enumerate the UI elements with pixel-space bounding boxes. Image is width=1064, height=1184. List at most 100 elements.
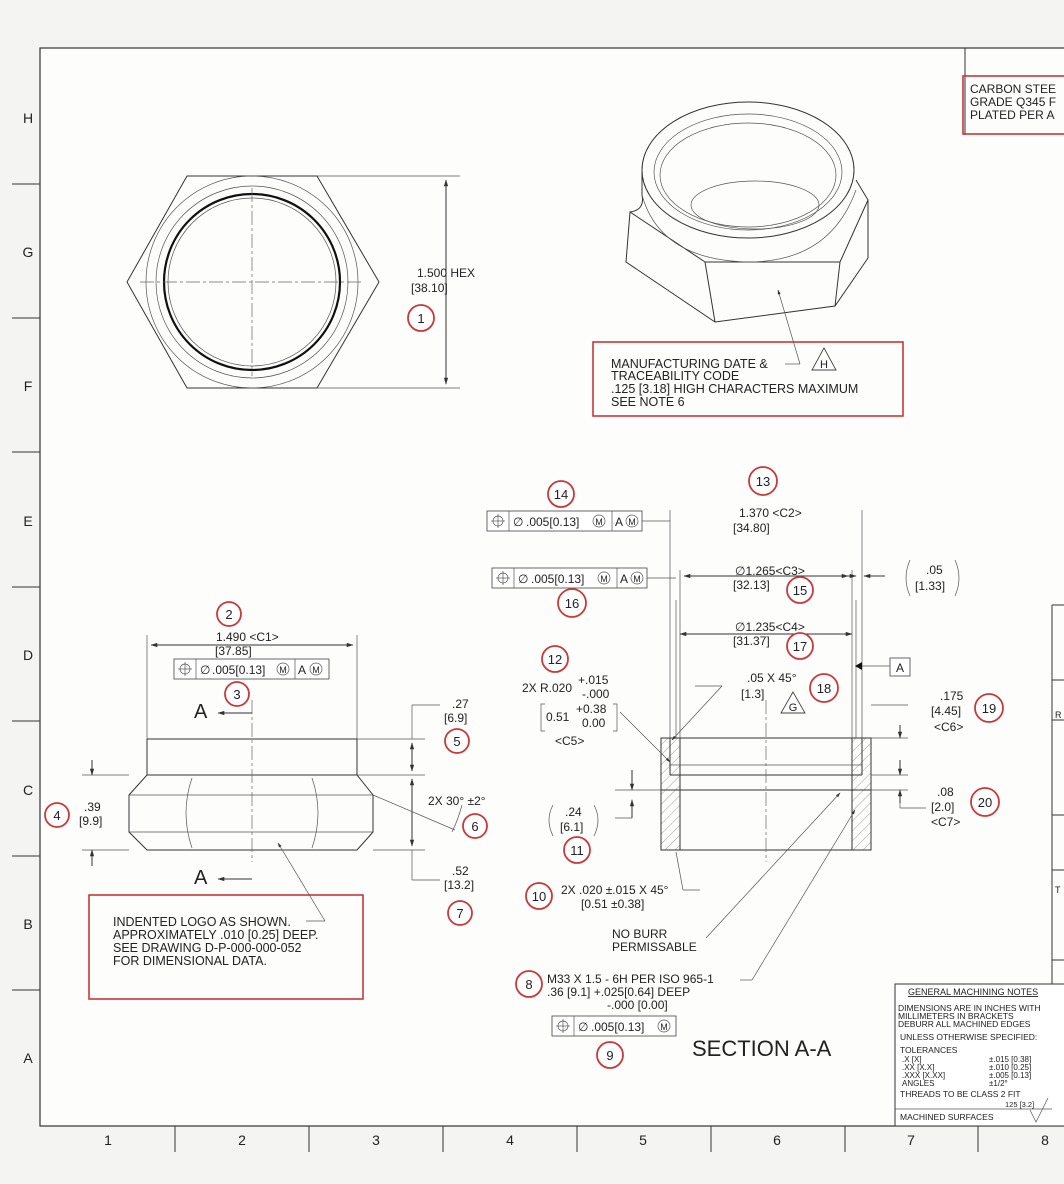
svg-text:T: T [1055,885,1061,895]
zone-row-ticks [12,183,979,1152]
balloon-19: 19 [974,693,1004,723]
fcf-9: ∅ .005[0.13] M [551,1015,677,1037]
section-mark-bottom: A [194,867,208,889]
fcf-14-mod: M [595,517,603,527]
dim-18-mm: [1.3] [741,687,764,701]
fcf-14-datum: A [615,515,623,529]
balloon-12-label: 12 [548,652,562,667]
thread-line-1: M33 X 1.5 - 6H PER ISO 965-1 [547,972,714,986]
fcf-16: ∅ .005[0.13] M A M [491,567,676,589]
side-fcf-mod: M [279,665,287,675]
zone-row-labels: H G F E D C B A [23,110,34,1066]
mfg-note-line-4: SEE NOTE 6 [611,395,685,409]
fcf-14: ∅ .005[0.13] M A M [486,510,670,532]
fcf-16-mod: M [600,574,608,584]
svg-text:∅: ∅ [578,1020,588,1034]
finish-value: 125 [3.2] [1005,1100,1034,1109]
balloon-14: 14 [547,480,575,508]
tol-value-1: ±.015 [0.38] [989,1055,1031,1064]
dim-12-mm-minus: 0.00 [582,716,606,730]
logo-note-line-2: APPROXIMATELY .010 [0.25] DEEP. [113,928,318,942]
material-line-2: GRADE Q345 F [970,95,1056,109]
fcf-16-datum-mod: M [633,574,641,584]
fcf-9-value: .005[0.13] [591,1020,644,1034]
zone-col-6: 6 [773,1132,781,1148]
dim-18-inch: .05 X 45° [747,671,797,685]
side-view [82,635,463,882]
dim-12-mm-plus: +0.38 [576,702,607,716]
balloon-1-label: 1 [417,311,424,326]
dim-15-mm: [32.13] [733,578,770,592]
dim-20-inch: .08 [937,785,954,799]
balloon-10-label: 10 [532,889,546,904]
fcf-16-value: .005[0.13] [531,572,584,586]
zone-row-e: E [23,513,32,529]
balloon-2-label: 2 [225,607,232,622]
zone-row-f: F [24,378,33,394]
fcf-9-mod: M [660,1022,668,1032]
fcf-14-datum-mod: M [628,517,636,527]
dim-11-mm: [6.1] [560,820,583,834]
balloon-12: 12 [541,645,569,673]
balloon-7-label: 7 [456,906,463,921]
dim-12-tol-plus: +.015 [578,673,609,687]
side-chamfer: 2X 30° ±2° [428,794,486,808]
balloon-10: 10 [525,882,553,910]
dim-17-mm: [31.37] [733,634,770,648]
section-view: A [615,510,926,981]
balloon-4: 4 [44,802,70,828]
balloon-16-label: 16 [565,596,579,611]
balloon-14-label: 14 [554,487,568,502]
balloon-1: 1 [407,304,435,332]
balloon-17: 17 [786,632,814,660]
zone-col-labels: 1 2 3 4 5 6 7 8 [104,1132,1049,1148]
zone-col-7: 7 [907,1132,915,1148]
balloon-9: 9 [596,1041,624,1069]
balloon-6: 6 [462,813,488,839]
zone-row-b: B [23,916,32,932]
balloon-2: 2 [216,601,242,627]
mfg-note: MANUFACTURING DATE & TRACEABILITY CODE .… [592,289,904,417]
isometric-view [625,101,869,323]
datum-a-label: A [896,661,904,675]
side-fcf-datum-mod: M [312,665,320,675]
balloon-19-label: 19 [982,701,996,716]
balloon-18: 18 [809,673,839,703]
flag-g: G [780,691,806,714]
thread-line-2: .36 [9.1] +.025[0.64] DEEP [547,985,690,999]
balloon-7: 7 [447,900,473,926]
logo-note-line-4: FOR DIMENSIONAL DATA. [113,954,267,968]
machining-notes: GENERAL MACHINING NOTES DIMENSIONS ARE I… [894,983,1064,1127]
svg-text:∅: ∅ [200,663,210,677]
zone-col-5: 5 [639,1132,647,1148]
dim-15-inch: ∅1.265<C3> [735,564,805,578]
dim-12-radius: 2X R.020 [522,681,572,695]
zone-col-8: 8 [1041,1132,1049,1148]
machining-line-1: DIMENSIONS ARE IN INCHES WITH [898,1003,1041,1013]
zone-row-a: A [23,1050,33,1066]
mfg-note-line-1: MANUFACTURING DATE & [611,357,768,371]
balloon-17-label: 17 [793,639,807,654]
side-height-inch: .39 [84,800,101,814]
balloon-15-label: 15 [793,583,807,598]
zone-col-3: 3 [372,1132,380,1148]
dim-12-mm: 0.51 [546,710,570,724]
balloon-5: 5 [444,728,470,754]
dim-19-code: <C6> [934,720,963,734]
tol-label-2: .XX [X.X] [902,1063,934,1072]
dim-13-mm: [34.80] [733,521,770,535]
zone-col-2: 2 [238,1132,246,1148]
tol-value-3: ±.005 [0.13] [989,1071,1031,1080]
machined-surfaces: MACHINED SURFACES [900,1112,994,1122]
machining-line-3: DEBURR ALL MACHINED EDGES [898,1019,1031,1029]
tol-label-3: .XXX [X.XX] [902,1071,945,1080]
balloon-18-label: 18 [817,681,831,696]
mfg-note-line-2: TRACEABILITY CODE [611,369,739,383]
tol-label-4: ANGLES [902,1079,934,1088]
zone-col-1: 1 [104,1132,112,1148]
logo-note-line-3: SEE DRAWING D-P-000-000-052 [113,941,302,955]
balloon-5-label: 5 [453,734,460,749]
burr-note-line-2: PERMISSABLE [612,940,697,954]
side-flange-mm: [6.9] [444,711,467,725]
dim-11-inch: .24 [565,805,582,819]
